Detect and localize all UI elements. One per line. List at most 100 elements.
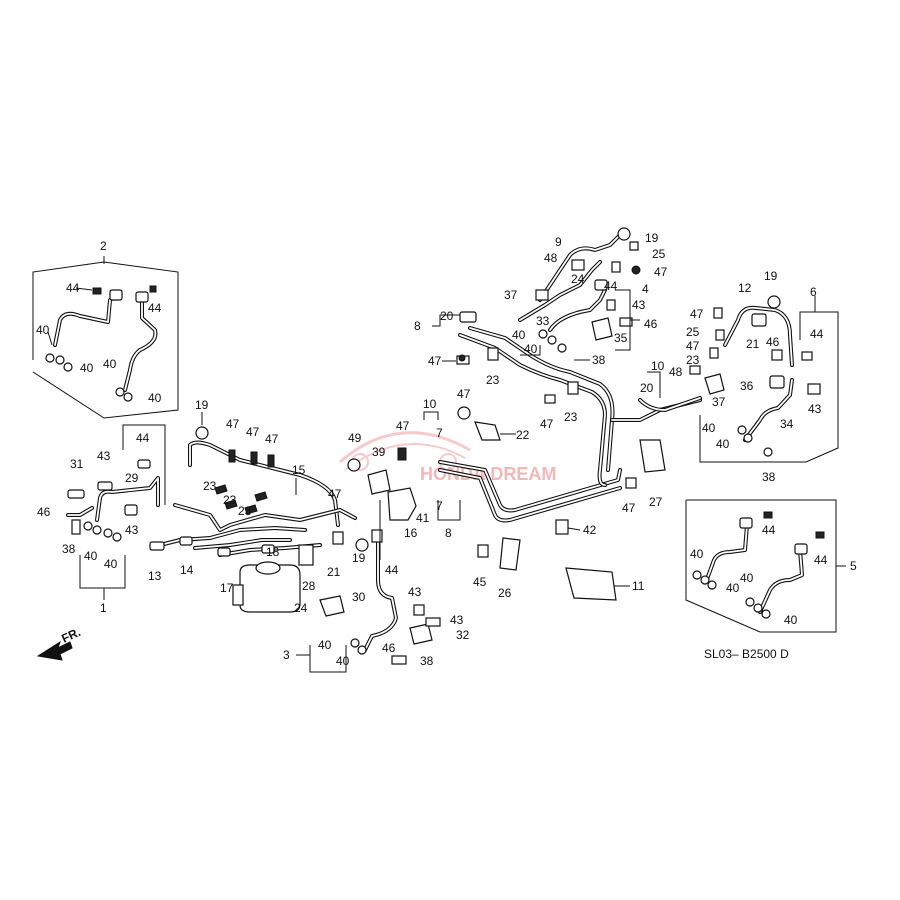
callout-16: 16 bbox=[404, 526, 418, 540]
front-direction-label: FR. bbox=[59, 625, 82, 646]
callout-22: 22 bbox=[516, 428, 530, 442]
callout-46: 46 bbox=[382, 641, 396, 655]
callout-11: 11 bbox=[632, 579, 645, 593]
callout-44: 44 bbox=[762, 523, 776, 537]
callout-20: 20 bbox=[440, 309, 454, 323]
callout-40: 40 bbox=[726, 581, 740, 595]
callout-40: 40 bbox=[690, 547, 704, 561]
callout-35: 35 bbox=[614, 331, 628, 345]
callout-32: 32 bbox=[456, 628, 470, 642]
callout-40: 40 bbox=[80, 361, 94, 375]
callout-48: 48 bbox=[544, 251, 558, 265]
callout-24: 24 bbox=[294, 601, 308, 615]
callout-7: 7 bbox=[436, 499, 443, 513]
callout-6: 6 bbox=[810, 285, 817, 299]
callout-47: 47 bbox=[246, 425, 260, 439]
callout-40: 40 bbox=[702, 421, 716, 435]
callout-34: 34 bbox=[780, 417, 794, 431]
callout-43: 43 bbox=[450, 613, 464, 627]
callout-47: 47 bbox=[328, 487, 342, 501]
group-1-caliper-hoses bbox=[66, 424, 166, 600]
callout-5: 5 bbox=[850, 559, 857, 573]
callout-47: 47 bbox=[686, 339, 700, 353]
callout-23: 23 bbox=[564, 410, 578, 424]
group-2-front-hoses bbox=[32, 256, 179, 419]
callout-31: 31 bbox=[70, 457, 84, 471]
callout-4: 4 bbox=[642, 282, 649, 296]
callout-47: 47 bbox=[654, 265, 668, 279]
callout-1: 1 bbox=[100, 601, 107, 615]
callout-15: 15 bbox=[292, 463, 306, 477]
callout-47: 47 bbox=[428, 354, 442, 368]
callout-49: 49 bbox=[348, 431, 362, 445]
callout-19: 19 bbox=[645, 231, 659, 245]
callout-12: 12 bbox=[738, 281, 752, 295]
callout-36: 36 bbox=[740, 379, 754, 393]
diagram-code: SL03– B2500 D bbox=[704, 647, 789, 661]
callout-20: 20 bbox=[640, 381, 654, 395]
callout-13: 13 bbox=[148, 569, 162, 583]
callout-47: 47 bbox=[457, 387, 471, 401]
callout-37: 37 bbox=[504, 288, 518, 302]
callout-47: 47 bbox=[690, 307, 704, 321]
callout-40: 40 bbox=[784, 613, 798, 627]
callout-43: 43 bbox=[808, 402, 822, 416]
center-brake-pipes bbox=[438, 311, 702, 601]
front-direction-arrow bbox=[36, 640, 73, 661]
callout-19: 19 bbox=[195, 398, 209, 412]
callout-43: 43 bbox=[408, 585, 422, 599]
valve-assembly bbox=[296, 447, 441, 673]
callout-23: 23 bbox=[203, 479, 217, 493]
callout-44: 44 bbox=[148, 301, 162, 315]
callout-40: 40 bbox=[512, 328, 526, 342]
callout-38: 38 bbox=[592, 353, 606, 367]
callout-44: 44 bbox=[385, 563, 399, 577]
callout-47: 47 bbox=[540, 417, 554, 431]
callout-21: 21 bbox=[327, 565, 341, 579]
callout-40: 40 bbox=[740, 571, 754, 585]
callout-37: 37 bbox=[712, 395, 726, 409]
callout-23: 23 bbox=[486, 373, 500, 387]
callout-26: 26 bbox=[498, 586, 512, 600]
callout-44: 44 bbox=[136, 431, 150, 445]
callout-43: 43 bbox=[125, 523, 139, 537]
callout-47: 47 bbox=[396, 419, 410, 433]
callout-25: 25 bbox=[686, 325, 700, 339]
callout-8: 8 bbox=[445, 526, 452, 540]
callout-23: 23 bbox=[686, 353, 700, 367]
master-cylinder-lines bbox=[149, 426, 357, 617]
callout-24: 24 bbox=[571, 272, 585, 286]
callout-33: 33 bbox=[536, 314, 550, 328]
callout-23: 23 bbox=[223, 493, 237, 507]
callout-38: 38 bbox=[420, 654, 434, 668]
callout-48: 48 bbox=[669, 365, 683, 379]
callout-29: 29 bbox=[125, 471, 139, 485]
callout-40: 40 bbox=[103, 357, 117, 371]
callout-46: 46 bbox=[766, 335, 780, 349]
callout-30: 30 bbox=[352, 590, 366, 604]
callout-23: 23 bbox=[238, 504, 252, 518]
callout-43: 43 bbox=[97, 449, 111, 463]
callout-47: 47 bbox=[226, 417, 240, 431]
callout-19: 19 bbox=[352, 551, 366, 565]
callout-2: 2 bbox=[100, 239, 107, 253]
callout-40: 40 bbox=[716, 437, 730, 451]
callout-40: 40 bbox=[84, 549, 98, 563]
callout-27: 27 bbox=[649, 495, 663, 509]
group-4-upper-lines bbox=[432, 227, 641, 362]
group-6-rear-lines bbox=[699, 295, 839, 463]
callout-9: 9 bbox=[555, 235, 562, 249]
callout-40: 40 bbox=[104, 557, 118, 571]
callout-44: 44 bbox=[66, 281, 80, 295]
callout-40: 40 bbox=[524, 342, 538, 356]
callout-45: 45 bbox=[473, 575, 487, 589]
callout-8: 8 bbox=[414, 319, 421, 333]
callout-25: 25 bbox=[652, 247, 666, 261]
callout-10: 10 bbox=[651, 359, 665, 373]
callout-7: 7 bbox=[436, 426, 443, 440]
callout-44: 44 bbox=[814, 553, 828, 567]
callout-47: 47 bbox=[622, 501, 636, 515]
callout-46: 46 bbox=[644, 317, 658, 331]
callout-40: 40 bbox=[36, 323, 50, 337]
